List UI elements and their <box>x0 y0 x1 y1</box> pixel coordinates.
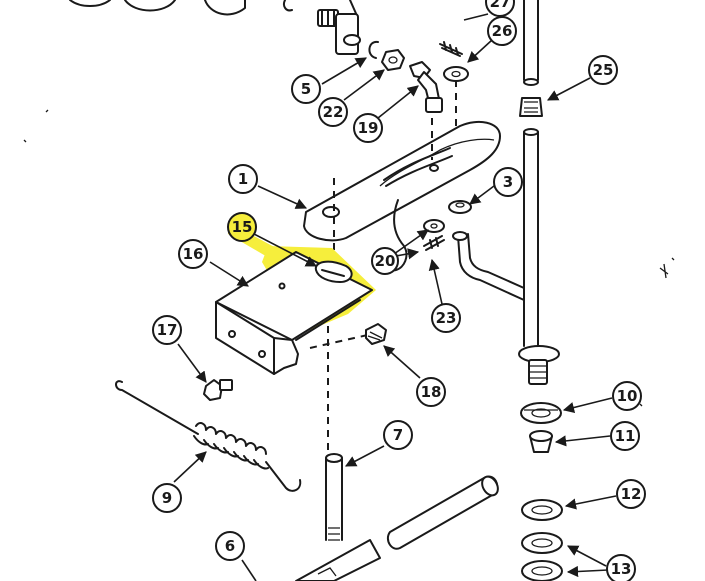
callout-26: 26 <box>487 16 517 46</box>
scan-speckles <box>23 109 675 407</box>
svg-text:16: 16 <box>183 245 204 263</box>
spring-pin-part <box>439 41 463 57</box>
svg-text:26: 26 <box>492 22 513 40</box>
callout-6: 6 <box>215 531 245 561</box>
washers-part <box>521 499 563 581</box>
svg-text:13: 13 <box>611 560 632 578</box>
bolt-17-part <box>203 379 233 401</box>
bracket-part <box>215 251 373 375</box>
leader-lines <box>173 13 617 581</box>
stud-part <box>317 9 361 55</box>
callout-17: 17 <box>152 315 182 345</box>
spring-pin-23-part <box>423 235 445 251</box>
callout-15: 15 <box>227 212 257 242</box>
svg-text:9: 9 <box>162 489 172 507</box>
svg-text:15: 15 <box>232 218 253 236</box>
svg-text:19: 19 <box>358 119 379 137</box>
svg-text:7: 7 <box>393 426 403 444</box>
svg-text:3: 3 <box>503 173 513 191</box>
crank-arm <box>452 231 525 301</box>
callout-9: 9 <box>152 483 182 513</box>
svg-text:25: 25 <box>593 61 614 79</box>
svg-text:22: 22 <box>323 103 344 121</box>
top-cropped-parts <box>69 0 359 19</box>
c-clip-part <box>368 40 379 59</box>
lock-nut-part <box>381 49 405 71</box>
callout-16: 16 <box>178 239 208 269</box>
vertical-rod <box>523 0 539 86</box>
bearing-part <box>520 402 562 424</box>
svg-text:18: 18 <box>421 383 442 401</box>
callout-23: 23 <box>431 303 461 333</box>
callout-12: 12 <box>616 479 646 509</box>
nut-18-part <box>365 323 387 345</box>
svg-text:6: 6 <box>225 537 235 555</box>
hex-nut-part <box>529 430 553 453</box>
callout-27: 27 <box>485 0 515 17</box>
svg-text:10: 10 <box>617 387 638 405</box>
svg-text:5: 5 <box>301 80 311 98</box>
part-6-bottom <box>295 539 381 581</box>
washer-part <box>443 66 469 82</box>
callout-18: 18 <box>416 377 446 407</box>
lower-rod <box>518 128 560 385</box>
svg-text:11: 11 <box>615 427 636 445</box>
extension-spring <box>115 380 302 492</box>
callout-25: 25 <box>588 55 618 85</box>
callout-7: 7 <box>383 420 413 450</box>
callout-5: 5 <box>291 74 321 104</box>
pin-7-part <box>325 453 343 541</box>
callout-11: 11 <box>610 421 640 451</box>
callout-22: 22 <box>318 97 348 127</box>
elbow-fitting-part <box>409 61 443 113</box>
svg-text:1: 1 <box>238 170 248 188</box>
callout-13: 13 <box>606 554 636 581</box>
svg-text:17: 17 <box>157 321 178 339</box>
assembly-centerlines <box>309 80 457 450</box>
flange-nut-part <box>448 200 472 214</box>
svg-text:27: 27 <box>490 0 511 11</box>
callout-10: 10 <box>612 381 642 411</box>
svg-text:12: 12 <box>621 485 642 503</box>
washer-20-part <box>423 219 445 233</box>
svg-text:23: 23 <box>436 309 457 327</box>
callout-20: 20 <box>371 247 399 275</box>
tube-part <box>386 475 499 550</box>
bushing-part <box>519 97 543 117</box>
callout-1: 1 <box>228 164 258 194</box>
callout-3: 3 <box>493 167 523 197</box>
svg-text:20: 20 <box>375 252 396 270</box>
callout-19: 19 <box>353 113 383 143</box>
